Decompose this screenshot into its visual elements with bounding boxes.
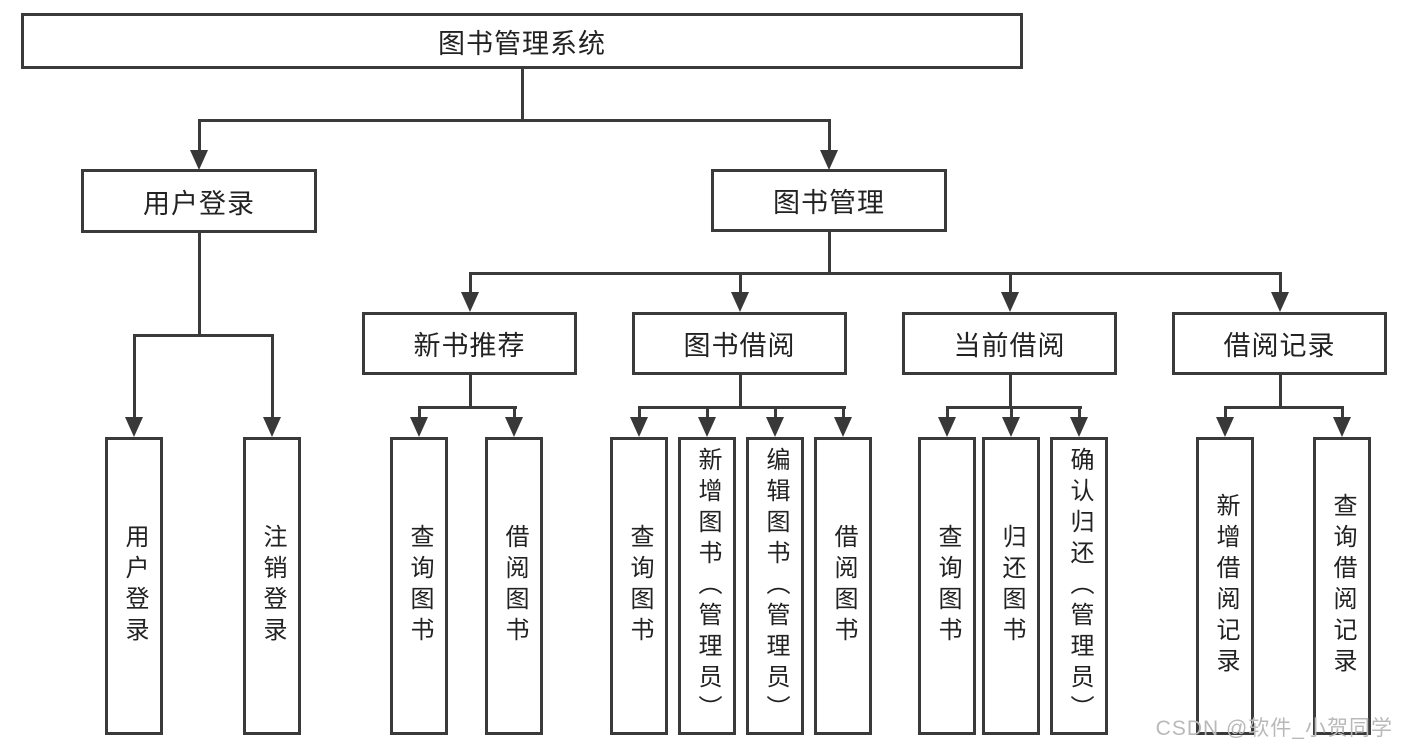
node-label: 查询借阅记录 (1329, 493, 1356, 679)
connector-line (1078, 406, 1081, 419)
arrow-down-icon (1070, 417, 1088, 437)
connector-line (828, 232, 831, 273)
arrow-down-icon (820, 150, 838, 170)
connector-line (469, 375, 472, 408)
node-label: 查询图书 (934, 524, 961, 648)
node-label: 确认归还（管理员） (1066, 446, 1093, 726)
connector-line (739, 375, 742, 408)
connector-line (418, 406, 517, 409)
arrow-down-icon (1216, 417, 1234, 437)
connector-line (1279, 375, 1282, 408)
arrow-down-icon (834, 417, 852, 437)
connector-line (739, 272, 742, 293)
arrow-down-icon (125, 417, 143, 437)
leaf-query-books-borrow: 查询图书 (610, 437, 668, 735)
watermark-text: CSDN @软件_小贺同学 (1155, 717, 1393, 740)
connector-line (418, 406, 421, 419)
connector-line (133, 334, 274, 337)
node-label: 归还图书 (998, 524, 1025, 648)
leaf-add-books-admin: 新增图书（管理员） (678, 437, 736, 735)
connector-line (1341, 406, 1344, 419)
arrow-down-icon (263, 417, 281, 437)
node-new-book-recommend: 新书推荐 (362, 312, 577, 375)
connector-line (469, 272, 472, 293)
connector-line (1224, 406, 1344, 409)
leaf-user-login: 用户登录 (105, 437, 163, 735)
node-current-borrow: 当前借阅 (902, 312, 1117, 375)
node-book-borrow: 图书借阅 (632, 312, 847, 375)
leaf-borrow-books: 借阅图书 (814, 437, 872, 735)
node-label: 注销登录 (259, 524, 286, 648)
arrow-down-icon (505, 417, 523, 437)
node-label: 当前借阅 (953, 331, 1066, 361)
arrow-down-icon (410, 417, 428, 437)
leaf-edit-books-admin: 编辑图书（管理员） (746, 437, 804, 735)
connector-line (198, 119, 831, 122)
connector-line (638, 406, 846, 409)
arrow-down-icon (190, 150, 208, 170)
arrow-down-icon (766, 417, 784, 437)
arrow-down-icon (1271, 292, 1289, 312)
connector-line (946, 406, 949, 419)
node-label: 用户登录 (121, 524, 148, 648)
connector-line (774, 406, 777, 419)
node-book-management: 图书管理 (711, 169, 947, 232)
arrow-down-icon (630, 417, 648, 437)
node-label: 查询图书 (626, 524, 653, 648)
connector-line (513, 406, 516, 419)
connector-line (1009, 272, 1012, 293)
arrow-down-icon (698, 417, 716, 437)
node-label: 图书管理系统 (438, 28, 606, 59)
leaf-add-borrow-record: 新增借阅记录 (1196, 437, 1254, 735)
node-label: 图书借阅 (683, 331, 796, 361)
leaf-borrow-books-recommend: 借阅图书 (485, 437, 543, 735)
connector-line (1279, 272, 1282, 293)
leaf-return-books: 归还图书 (982, 437, 1040, 735)
node-label: 借阅记录 (1223, 331, 1336, 361)
connector-line (1010, 406, 1013, 419)
arrow-down-icon (938, 417, 956, 437)
connector-line (638, 406, 641, 419)
leaf-logout: 注销登录 (243, 437, 301, 735)
node-label: 查询图书 (406, 524, 433, 648)
arrow-down-icon (1002, 417, 1020, 437)
connector-line (198, 119, 201, 151)
connector-line (469, 272, 1282, 275)
node-label: 新增借阅记录 (1212, 493, 1239, 679)
connector-line (271, 334, 274, 417)
leaf-query-books-recommend: 查询图书 (390, 437, 448, 735)
node-borrow-record: 借阅记录 (1172, 312, 1387, 375)
connector-line (946, 406, 1082, 409)
leaf-query-books-current: 查询图书 (918, 437, 976, 735)
node-label: 新增图书（管理员） (694, 446, 721, 726)
arrow-down-icon (731, 292, 749, 312)
node-label: 新书推荐 (413, 331, 526, 361)
node-label: 图书管理 (773, 188, 885, 218)
arrow-down-icon (1333, 417, 1351, 437)
node-label: 借阅图书 (830, 524, 857, 648)
node-label: 用户登录 (143, 188, 255, 219)
node-label: 编辑图书（管理员） (762, 446, 789, 726)
node-user-login: 用户登录 (81, 169, 317, 233)
leaf-query-borrow-record: 查询借阅记录 (1313, 437, 1371, 735)
connector-line (521, 69, 524, 120)
node-label: 借阅图书 (501, 524, 528, 648)
connector-line (1009, 375, 1012, 408)
connector-line (1224, 406, 1227, 419)
arrow-down-icon (461, 292, 479, 312)
connector-line (828, 119, 831, 151)
node-root-book-management-system: 图书管理系统 (21, 13, 1023, 69)
leaf-confirm-return-admin: 确认归还（管理员） (1050, 437, 1108, 735)
connector-line (706, 406, 709, 419)
arrow-down-icon (1001, 292, 1019, 312)
connector-line (133, 334, 136, 417)
connector-line (842, 406, 845, 419)
connector-line (198, 233, 201, 335)
